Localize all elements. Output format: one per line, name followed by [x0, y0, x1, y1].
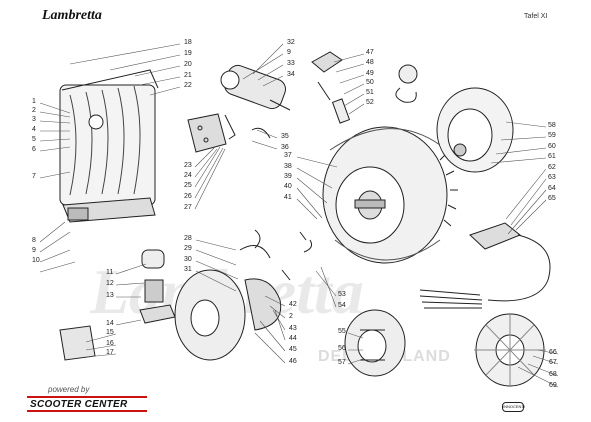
stator-plate-illustration — [174, 229, 312, 361]
callout-41: 41 — [284, 194, 292, 201]
callout-10: 10 — [32, 257, 40, 264]
callout-63: 63 — [548, 174, 556, 181]
callout-29: 29 — [184, 245, 192, 252]
callout-27: 27 — [184, 204, 192, 211]
callout-52: 52 — [366, 99, 374, 106]
callout-35: 35 — [281, 133, 289, 140]
callout-55: 55 — [338, 328, 346, 335]
callout-45: 45 — [289, 346, 297, 353]
callout-36: 36 — [281, 144, 289, 151]
callout-38: 38 — [284, 163, 292, 170]
callout-40: 40 — [284, 183, 292, 190]
callout-23: 23 — [184, 162, 192, 169]
condenser-illustration — [59, 249, 176, 361]
callout-31: 31 — [184, 266, 192, 273]
callout-17: 17 — [106, 349, 114, 356]
lambretta-logo: Lambretta — [42, 6, 102, 24]
flywheel-illustration — [322, 126, 458, 264]
bracket-illustration — [187, 113, 271, 153]
leader-lines — [39, 43, 559, 388]
callout-59: 59 — [548, 132, 556, 139]
callout-6: 6 — [32, 146, 36, 153]
callout-12: 12 — [106, 280, 114, 287]
callout-2: 2 — [289, 313, 293, 320]
callout-14: 14 — [106, 320, 114, 327]
callout-64: 64 — [548, 185, 556, 192]
spark-plug-cap-illustration — [311, 51, 418, 124]
ignition-coil-illustration — [220, 64, 291, 111]
callout-8: 8 — [32, 237, 36, 244]
callout-68: 68 — [549, 371, 557, 378]
callout-32: 32 — [287, 39, 295, 46]
callout-15: 15 — [106, 329, 114, 336]
callout-9: 9 — [287, 49, 291, 56]
callout-57: 57 — [338, 359, 346, 366]
junction-box-illustration — [419, 222, 551, 309]
callout-21: 21 — [184, 72, 192, 79]
brand-logo-text: Lambretta — [42, 8, 102, 23]
callout-1: 1 — [32, 98, 36, 105]
cooling-fan-illustration — [474, 313, 546, 387]
callout-39: 39 — [284, 173, 292, 180]
callout-47: 47 — [366, 49, 374, 56]
callout-49: 49 — [366, 70, 374, 77]
callout-24: 24 — [184, 172, 192, 179]
callout-5: 5 — [32, 136, 36, 143]
callout-7: 7 — [32, 173, 36, 180]
callout-66: 66 — [549, 349, 557, 356]
callout-37: 37 — [284, 152, 292, 159]
powered-by-text: powered by — [48, 385, 90, 394]
callout-3: 3 — [32, 116, 36, 123]
callout-58: 58 — [548, 122, 556, 129]
sheet-label: Tafel XI — [524, 13, 548, 20]
callout-34: 34 — [287, 71, 295, 78]
callout-53: 53 — [338, 291, 346, 298]
callout-56: 56 — [338, 345, 346, 352]
callout-48: 48 — [366, 59, 374, 66]
callout-9: 9 — [32, 247, 36, 254]
callout-65: 65 — [548, 195, 556, 202]
callout-28: 28 — [184, 235, 192, 242]
callout-44: 44 — [289, 335, 297, 342]
callout-30: 30 — [184, 256, 192, 263]
callout-16: 16 — [106, 340, 114, 347]
callout-61: 61 — [548, 153, 556, 160]
callout-20: 20 — [184, 61, 192, 68]
callout-25: 25 — [184, 182, 192, 189]
callout-43: 43 — [289, 325, 297, 332]
magneto-cover-illustration — [436, 87, 514, 173]
callout-19: 19 — [184, 50, 192, 57]
rotor-illustration — [344, 309, 406, 377]
callout-67: 67 — [549, 359, 557, 366]
callout-42: 42 — [289, 301, 297, 308]
cylinder-cowl-illustration — [59, 69, 159, 223]
callout-18: 18 — [184, 39, 192, 46]
callout-62: 62 — [548, 164, 556, 171]
callout-2: 2 — [32, 107, 36, 114]
callout-26: 26 — [184, 193, 192, 200]
innocenti-logo: INNOCENTI — [502, 402, 525, 412]
callout-51: 51 — [366, 89, 374, 96]
callout-4: 4 — [32, 126, 36, 133]
callout-69: 69 — [549, 382, 557, 389]
callout-labels: 1234567891018192021223293334353647484950… — [32, 39, 557, 389]
callout-54: 54 — [338, 302, 346, 309]
callout-22: 22 — [184, 82, 192, 89]
sponsor-name: SCOOTER CENTER — [30, 399, 128, 410]
scooter-center-logo: SCOOTER CENTER — [27, 396, 147, 412]
callout-13: 13 — [106, 292, 114, 299]
callout-46: 46 — [289, 358, 297, 365]
callout-50: 50 — [366, 79, 374, 86]
callout-33: 33 — [287, 60, 295, 67]
callout-11: 11 — [106, 269, 113, 276]
callout-60: 60 — [548, 143, 556, 150]
